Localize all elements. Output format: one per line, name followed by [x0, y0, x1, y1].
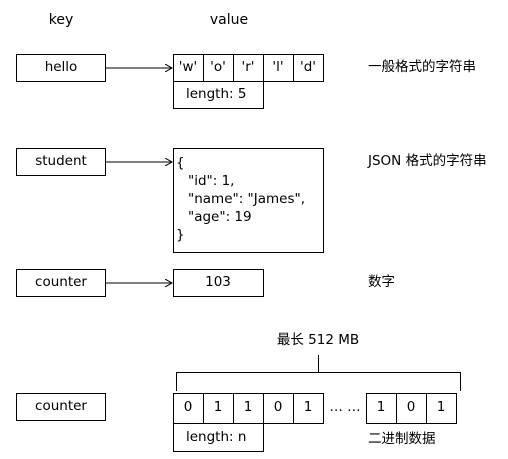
key-counter-number: counter — [35, 274, 87, 290]
json-line: "age": 19 — [188, 209, 252, 225]
key-box-counter-2 — [16, 393, 106, 421]
json-value-box — [173, 148, 324, 253]
max-length-bracket — [176, 372, 461, 391]
char-cell: 'w' — [178, 59, 198, 75]
bit-cell: 1 — [213, 399, 223, 415]
ellipsis: … … — [329, 399, 361, 415]
key-counter-binary: counter — [35, 398, 87, 414]
bit-cell: 0 — [273, 399, 283, 415]
char-cell: 'd' — [300, 59, 316, 75]
number-value: 103 — [205, 274, 231, 290]
length-box-hello — [173, 81, 264, 109]
key-box-hello — [16, 54, 106, 82]
desc-binary: 二进制数据 — [368, 431, 436, 447]
desc-number: 数字 — [368, 274, 395, 290]
desc-plain-string: 一般格式的字符串 — [368, 59, 476, 75]
char-cell: 'l' — [272, 59, 284, 75]
key-student: student — [35, 153, 87, 169]
key-box-student — [16, 148, 106, 176]
length-box-binary — [173, 423, 264, 452]
length-label-hello: length: 5 — [186, 86, 247, 102]
json-line: { — [176, 155, 185, 171]
max-length-label: 最长 512 MB — [276, 332, 360, 348]
length-label-binary: length: n — [186, 429, 247, 445]
bit-cell: 1 — [436, 399, 446, 415]
key-header: key — [48, 12, 74, 28]
bit-cell: 0 — [406, 399, 416, 415]
bit-cell: 1 — [243, 399, 253, 415]
bit-cell: 0 — [183, 399, 193, 415]
bit-cells-right — [366, 393, 457, 424]
json-line: } — [176, 227, 185, 243]
value-header: value — [209, 12, 249, 28]
desc-json-string: JSON 格式的字符串 — [368, 153, 487, 169]
bit-cell: 1 — [303, 399, 313, 415]
json-line: "id": 1, — [188, 173, 235, 189]
json-line: "name": "James", — [188, 191, 305, 207]
char-cell: 'o' — [210, 59, 226, 75]
char-cell: 'r' — [241, 59, 255, 75]
bit-cell: 1 — [376, 399, 386, 415]
number-value-box — [173, 269, 264, 297]
key-box-counter-1 — [16, 269, 106, 297]
key-hello: hello — [44, 59, 78, 75]
